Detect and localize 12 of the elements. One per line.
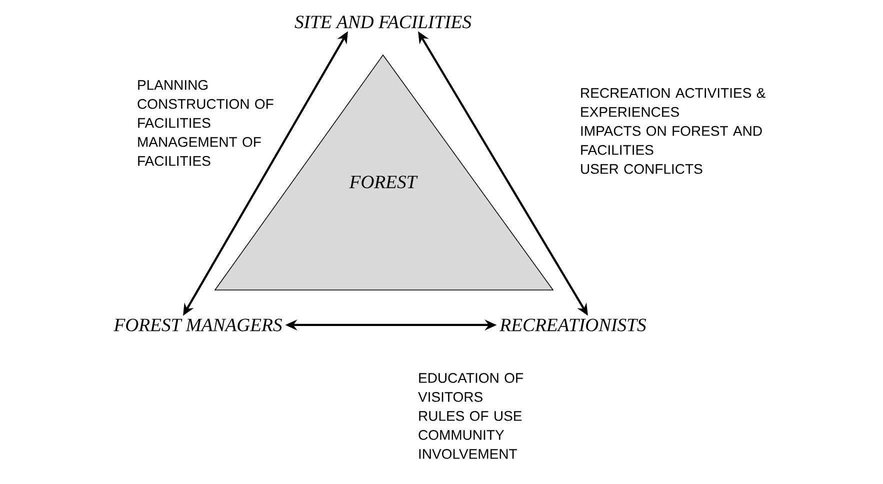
label-text: RECREATION ACTIVITIES & EXPERIENCES xyxy=(581,88,766,117)
label-text: RULES OF USE xyxy=(419,411,522,421)
label-text: IMPACTS ON FOREST AND FACILITIES xyxy=(581,126,762,155)
node-label: FOREST xyxy=(349,176,418,188)
label-text: EDUCATION OF VISITORS xyxy=(418,373,523,402)
label-text: CONSTRUCTION OF FACILITIES xyxy=(138,99,274,128)
label-text: MANAGEMENT OF FACILITIES xyxy=(138,137,261,166)
node-label: FOREST MANAGERS xyxy=(114,318,282,332)
label-text: COMMUNITY INVOLVEMENT xyxy=(418,430,517,459)
label-text: USER CONFLICTS xyxy=(581,164,702,174)
node-label: SITE AND FACILITIES xyxy=(294,16,472,28)
node-label: RECREATIONISTS xyxy=(500,318,646,332)
